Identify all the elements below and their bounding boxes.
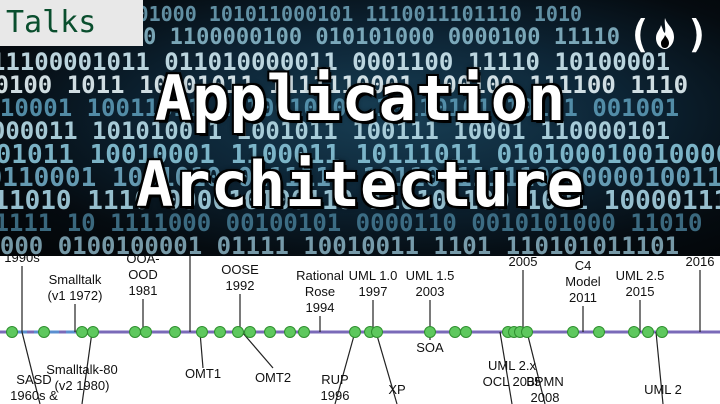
timeline-label-below: BPMN (526, 374, 564, 389)
timeline-event-dot (214, 326, 226, 338)
talks-badge: Talks (0, 0, 143, 46)
timeline-connector-below (81, 331, 93, 404)
timeline-connector-below (499, 331, 513, 404)
timeline-label-below: UML 2.x (488, 358, 536, 373)
title-line-1: Application (154, 62, 566, 135)
binary-row: 0011010 1110 000010100110 11010 100 1001… (0, 186, 720, 216)
binary-background: 00001 101110101000 101011000101 11100111… (0, 0, 720, 256)
timeline-event-dot (244, 326, 256, 338)
timeline-label-above: Rational (296, 268, 344, 283)
flame-icon (656, 18, 674, 49)
timeline-label-above: 1992 (226, 278, 255, 293)
timeline-label-above: UML 1.0 (349, 268, 398, 283)
timeline-label-above: Model (565, 274, 601, 289)
timeline-event-dot (521, 326, 533, 338)
freecodecamp-logo: ( ) (628, 8, 714, 60)
timeline-event-dot (264, 326, 276, 338)
timeline-event-dot (298, 326, 310, 338)
timeline-label-above: 2011 (569, 290, 597, 305)
timeline-event-dot (424, 326, 436, 338)
timeline-label-above: UML 2.5 (616, 268, 665, 283)
timeline-label-above: UML 1.5 (406, 268, 455, 283)
timeline-event-dot (628, 326, 640, 338)
timeline-connector-below (655, 331, 664, 404)
timeline-label-above: 2016 (686, 256, 715, 269)
timeline-label-below: UML 2 (644, 382, 682, 397)
timeline-label-above: Rose (305, 284, 335, 299)
binary-row: 10000 0100100001 01111 10010011 1101 110… (0, 232, 680, 256)
binary-row: 1011100001011 011010000011 0001100 11110… (0, 48, 671, 76)
timeline-label-below: OCL 2005 (483, 374, 542, 389)
timeline-event-dot (76, 326, 88, 338)
timeline-event-dot (129, 326, 141, 338)
timeline-label-below: XP (388, 382, 405, 397)
timeline-event-dot (6, 326, 18, 338)
timeline-event-dot (656, 326, 668, 338)
timeline-label-below: OMT1 (185, 366, 221, 381)
binary-row: 0110001 10011011 1110010101 10110101 101… (0, 94, 680, 122)
binary-row: 10110001 1001010 0111110 10110 111110000… (0, 163, 720, 193)
timeline-event-dot (87, 326, 99, 338)
binary-row: 10100 1011 10001011 1111110001 100100 11… (0, 71, 689, 99)
logo-left-paren: ( (628, 12, 651, 56)
timeline-label-below: 2008 (531, 390, 560, 404)
timeline-connector-below (375, 331, 398, 404)
timeline-event-dot (284, 326, 296, 338)
timeline-label-above: OOSE (221, 262, 259, 277)
timeline-label-above: (v1 1972) (48, 288, 103, 303)
binary-row: 00000011 1010100 1 1001011 100111 10001 … (0, 117, 671, 145)
timeline-connector-below (241, 331, 274, 369)
timeline-event-dot (371, 326, 383, 338)
timeline-connector-below (334, 331, 356, 404)
timeline-event-dot (593, 326, 605, 338)
timeline-label-below: OMT2 (255, 370, 291, 385)
timeline-event-dot (169, 326, 181, 338)
timeline-label-above: 1990s (4, 256, 40, 265)
timeline-label-above: 1997 (359, 284, 388, 299)
timeline-label-below: (v2 1980) (55, 378, 110, 393)
timeline-event-dot (642, 326, 654, 338)
timeline-connector-below (21, 331, 41, 404)
logo-right-paren: ) (686, 12, 709, 56)
timeline-label-above: 1994 (306, 300, 335, 315)
timeline-label-below: 1996 (321, 388, 350, 403)
timeline-event-dot (232, 326, 244, 338)
timeline-event-dot (38, 326, 50, 338)
title-line-2: Architecture (136, 148, 584, 221)
timeline-label-above: OOD (128, 267, 158, 282)
timeline-connector-below (199, 331, 204, 369)
timeline-event-dot (449, 326, 461, 338)
binary-code-rows: 00001 101110101000 101011000101 11100111… (0, 2, 720, 256)
timeline-label-below: SOA (416, 340, 444, 355)
timeline-label-above: 2003 (416, 284, 445, 299)
timeline-label-below: SASD (16, 372, 51, 387)
timeline-label-above: C4 (575, 258, 592, 273)
timeline-connector-below (526, 331, 546, 404)
binary-row: 101011 10010001 1100011 10111011 0101000… (0, 140, 720, 170)
timeline-event-dot (349, 326, 361, 338)
timeline-label-below: RUP (321, 372, 348, 387)
timeline-event-dot (567, 326, 579, 338)
timeline-event-dot (140, 326, 152, 338)
timeline-event-dot (460, 326, 472, 338)
timeline-event-dot (196, 326, 208, 338)
timeline-label-above: 2005 (509, 256, 538, 269)
timeline-label-above: 1981 (129, 283, 158, 298)
timeline-label-above: OOA- (126, 256, 159, 266)
timeline-label-above: Smalltalk (49, 272, 102, 287)
timeline-label-below: Smalltalk-80 (46, 362, 118, 377)
binary-row: 11111 10 1111000 00100101 0000110 001010… (0, 209, 703, 237)
timeline-label-below: 1960s & (10, 388, 58, 403)
timeline-label-above: 2015 (626, 284, 655, 299)
